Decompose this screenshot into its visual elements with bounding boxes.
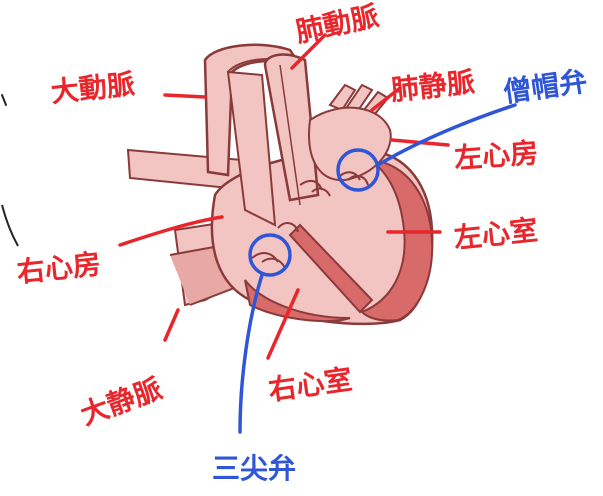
stray-mark-bottom	[2, 205, 18, 246]
label-pulmonary-vein: 肺静脈	[389, 65, 476, 107]
label-left-ventricle: 左心室	[452, 213, 539, 255]
label-right-atrium: 右心房	[15, 247, 102, 289]
label-aorta: 大動脈	[49, 67, 136, 109]
label-pulmonary-artery: 肺動脈	[293, 0, 382, 49]
label-mitral-valve: 僧帽弁	[501, 65, 589, 109]
label-right-ventricle: 右心室	[266, 363, 354, 407]
vena-cava-leader	[165, 310, 178, 340]
label-vena-cava: 大静脈	[76, 372, 166, 432]
stray-mark-top	[2, 95, 6, 105]
label-tricuspid-valve: 三尖弁	[212, 452, 296, 485]
label-left-atrium: 左心房	[453, 136, 539, 175]
aorta-leader	[165, 95, 205, 97]
